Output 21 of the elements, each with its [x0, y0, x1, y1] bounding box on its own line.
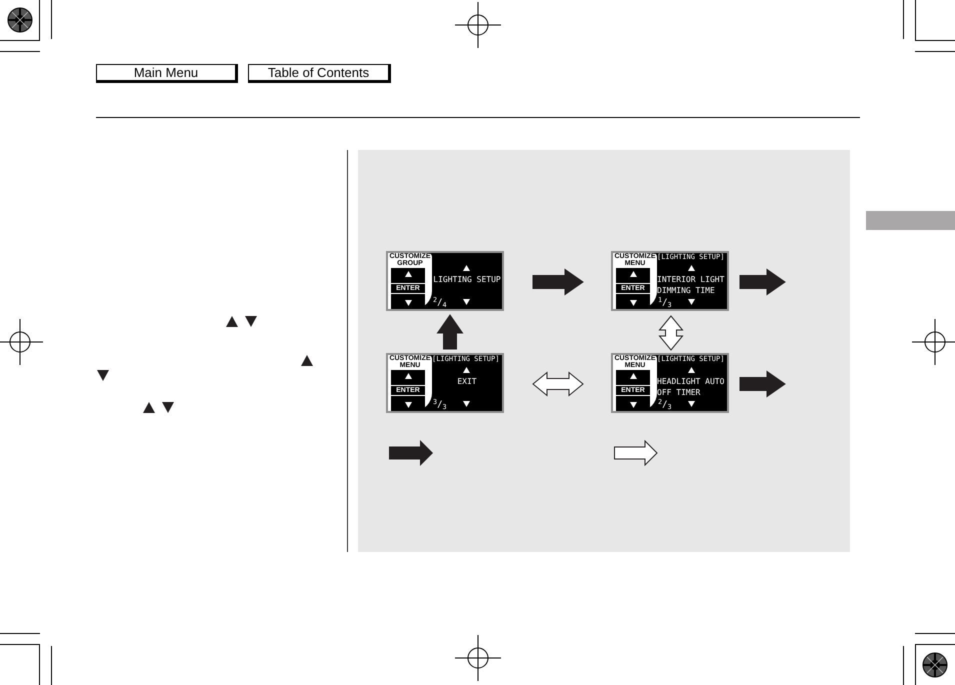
menu-item: INTERIOR LIGHT DIMMING TIME — [657, 274, 726, 296]
lcd-screen — [611, 251, 729, 311]
page-indicator: $^{1}$/$_{3}$ — [658, 299, 672, 308]
block-arrow — [436, 314, 464, 350]
block-arrow — [740, 370, 786, 398]
page-indicator: $^{2}$/$_{4}$ — [433, 299, 447, 308]
page-indicator: $^{3}$/$_{3}$ — [433, 401, 447, 410]
section-tab — [866, 211, 955, 230]
nav-button: Main Menu — [96, 64, 238, 83]
menu-item: HEADLIGHT AUTO OFF TIMER — [657, 376, 726, 398]
menu-item: LIGHTING SETUP — [433, 274, 501, 285]
menu-item: EXIT — [457, 376, 477, 387]
block-arrow — [532, 371, 584, 397]
nav-button: Table of Contents — [248, 64, 391, 83]
lcd-screen — [386, 251, 504, 311]
block-arrow — [658, 315, 684, 351]
block-arrow — [532, 268, 584, 296]
lcd-screen — [386, 353, 504, 413]
block-arrow — [740, 268, 786, 296]
lcd-screen — [611, 353, 729, 413]
page-indicator: $^{2}$/$_{3}$ — [658, 401, 672, 410]
